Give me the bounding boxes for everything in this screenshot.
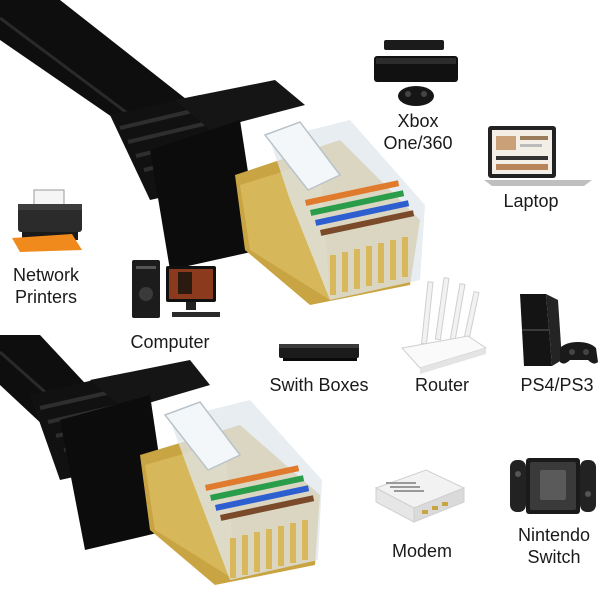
device-label-router: Router	[414, 375, 470, 395]
printer-icon	[12, 189, 82, 252]
xbox-console-icon	[374, 40, 458, 106]
nintendo-switch-icon	[510, 458, 596, 514]
playstation-console-icon	[520, 294, 598, 366]
flat-ethernet-cable-icon	[0, 0, 425, 305]
device-label-nintendo: Nintendo Switch	[517, 525, 591, 567]
desktop-computer-icon	[132, 260, 220, 318]
device-label-printer: Network Printers	[12, 265, 79, 307]
laptop-icon	[484, 126, 592, 186]
modem-icon	[374, 469, 466, 523]
switch-box-icon	[279, 344, 359, 361]
device-label-switch-box: Swith Boxes	[269, 375, 369, 395]
device-label-modem: Modem	[391, 541, 453, 561]
device-label-xbox: Xbox One/360	[383, 111, 453, 153]
router-icon	[401, 277, 488, 374]
device-label-laptop: Laptop	[503, 191, 559, 211]
flat-ethernet-cable-bottom-icon	[0, 335, 322, 585]
device-label-ps4: PS4/PS3	[520, 375, 594, 395]
device-label-computer: Computer	[130, 332, 210, 352]
